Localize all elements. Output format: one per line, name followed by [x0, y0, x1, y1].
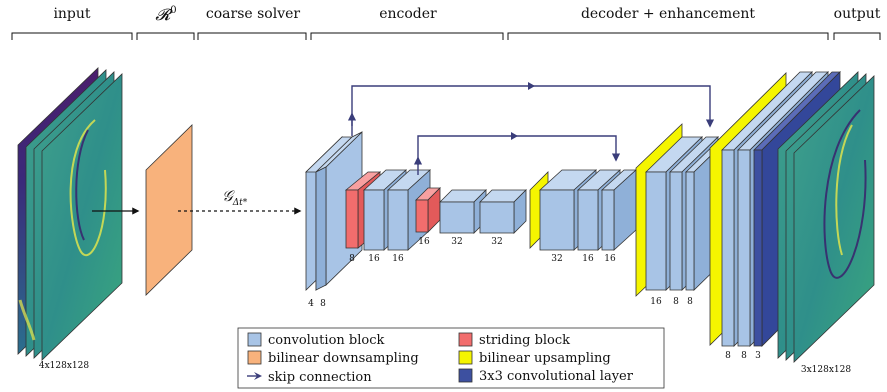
legend-item-conv: convolution block	[247, 332, 384, 348]
bracket-decoder	[507, 32, 829, 40]
channels-enc1a: 4	[308, 299, 314, 309]
svg-text:convolution block: convolution block	[268, 333, 384, 348]
channels-out3: 3	[755, 351, 761, 361]
stage-label-decoder: decoder + enhancement	[581, 6, 755, 22]
skip-connections	[347, 82, 715, 175]
input-field-stack: 4x128x128	[17, 67, 123, 371]
bracket-r0	[136, 32, 195, 40]
input-size-label: 4x128x128	[39, 361, 90, 371]
striding-block-2: 16	[415, 187, 441, 247]
channels-out2: 8	[741, 351, 747, 361]
legend-item-bilinear-up: bilinear upsampling	[458, 350, 611, 366]
svg-text:bilinear upsampling: bilinear upsampling	[479, 351, 611, 366]
stage-label-r0: 𝓡0	[155, 5, 176, 24]
bracket-output	[833, 32, 881, 40]
svg-text:bilinear downsampling: bilinear downsampling	[268, 351, 419, 366]
channels-bot2: 32	[491, 237, 502, 247]
output-field-stack: 3x128x128	[777, 71, 875, 375]
bracket-input	[11, 32, 133, 40]
channels-stride2: 16	[418, 237, 430, 247]
svg-text:3x3 convolutional layer: 3x3 convolutional layer	[479, 369, 634, 384]
svg-text:skip connection: skip connection	[268, 370, 372, 385]
channels-stride1: 8	[349, 254, 355, 264]
skip-connection-outer	[351, 85, 715, 128]
channels-dec1b: 8	[673, 297, 679, 307]
channels-dec2c: 16	[604, 254, 616, 264]
conv-block-dec2: 32 16 16	[538, 169, 638, 264]
stage-label-output: output	[834, 6, 881, 22]
bilinear-downsampling-plane	[145, 124, 193, 296]
channels-dec1a: 16	[650, 297, 662, 307]
bracket-encoder	[310, 32, 504, 40]
channels-dec1c: 8	[687, 297, 693, 307]
channels-enc2a: 16	[368, 254, 380, 264]
stage-headers: input 𝓡0 coarse solver encoder decoder +…	[11, 5, 881, 40]
legend-item-skip: skip connection	[247, 370, 372, 385]
channels-enc1b: 8	[320, 299, 326, 309]
conv-block-enc1: 4 8	[305, 131, 363, 309]
bottleneck-blocks: 32 32	[439, 189, 527, 247]
svg-text:striding block: striding block	[479, 333, 570, 348]
channels-bot1: 32	[451, 237, 462, 247]
coarse-solver-operator: 𝒢Δt*	[222, 187, 248, 208]
skip-arrow-head-inner	[511, 132, 518, 140]
output-size-label: 3x128x128	[801, 365, 852, 375]
channels-dec2b: 16	[582, 254, 594, 264]
legend-item-striding: striding block	[458, 332, 570, 348]
bracket-coarse-solver	[197, 32, 307, 40]
channels-out1: 8	[725, 351, 731, 361]
stage-label-input: input	[53, 6, 90, 22]
legend: convolution block bilinear downsampling …	[237, 327, 665, 389]
encoder-blocks: 4 8 8 16 16 16	[305, 131, 527, 309]
legend-item-conv3x3: 3x3 convolutional layer	[458, 368, 634, 384]
legend-item-bilinear-down: bilinear downsampling	[247, 350, 419, 366]
stage-label-encoder: encoder	[379, 6, 437, 22]
stage-label-coarse-solver: coarse solver	[206, 6, 301, 22]
channels-enc2b: 16	[392, 254, 404, 264]
channels-dec2a: 32	[551, 254, 562, 264]
skip-arrow-head-outer	[528, 82, 535, 90]
skip-connection-inner	[417, 135, 621, 165]
